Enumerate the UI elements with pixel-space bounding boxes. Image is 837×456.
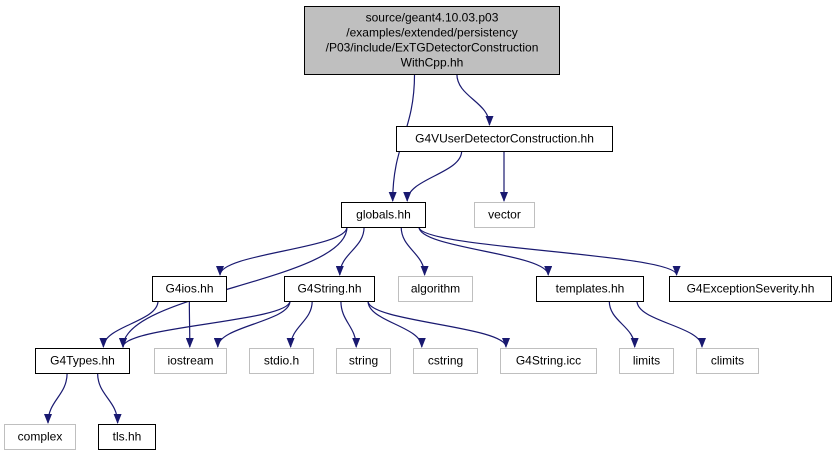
node-label: WithCpp.hh [401, 56, 464, 70]
node-g4string-icc: G4String.icc [500, 348, 597, 374]
edge-g4types-to-tls [96, 372, 122, 424]
edge-g4string-to-g4stringicc [367, 300, 510, 348]
node-label: algorithm [411, 282, 460, 296]
node-g4vuserdetectorconstruction-hh[interactable]: G4VUserDetectorConstruction.hh [396, 126, 613, 152]
node-box [396, 126, 613, 152]
node-label: templates.hh [556, 282, 625, 296]
node-algorithm: algorithm [398, 276, 473, 302]
edge-g4ios-to-g4types [99, 300, 159, 348]
node-stdio-h: stdio.h [249, 348, 314, 374]
node-string: string [336, 348, 391, 374]
edge-g4vuser-to-globals [403, 150, 463, 202]
node-box [500, 348, 597, 374]
node-box [152, 276, 227, 302]
node-label: G4String.icc [516, 354, 581, 368]
node-climits: climits [696, 348, 759, 374]
edge-globals-to-g4ios [216, 226, 348, 276]
node-limits: limits [619, 348, 674, 374]
node-box [669, 276, 832, 302]
node-box [536, 276, 644, 302]
node-label: globals.hh [356, 208, 411, 222]
node-globals-hh[interactable]: globals.hh [341, 202, 426, 228]
node-iostream: iostream [154, 348, 227, 374]
node-box [336, 348, 391, 374]
node-vector: vector [474, 202, 535, 228]
node-label: /examples/extended/persistency [346, 26, 517, 40]
node-complex: complex [4, 424, 76, 450]
edges-layer [44, 73, 706, 424]
edge-root-to-g4vuser [456, 73, 494, 126]
node-label: vector [488, 208, 521, 222]
edge-g4types-to-complex [44, 372, 68, 424]
node-label: /P03/include/ExTGDetectorConstruction [326, 41, 539, 55]
node-g4types-hh[interactable]: G4Types.hh [35, 348, 130, 374]
node-box [474, 202, 535, 228]
edge-globals-to-g4exc [418, 226, 681, 276]
node-tls-hh[interactable]: tls.hh [98, 424, 156, 450]
edge-globals-to-templates [418, 226, 553, 276]
node-label: stdio.h [264, 354, 299, 368]
node-label: G4VUserDetectorConstruction.hh [415, 132, 594, 146]
edge-globals-to-algorithm [400, 226, 429, 276]
edge-templates-to-limits [608, 300, 639, 348]
node-label: limits [633, 354, 660, 368]
node-box [619, 348, 674, 374]
node-g4string-hh[interactable]: G4String.hh [284, 276, 375, 302]
node-source-geant4-10-03-p03-examples-extended-persistency-p03-include-extgdetectorconstruction-withcpp-hh[interactable]: source/geant4.10.03.p03/examples/extende… [304, 6, 560, 75]
edge-g4string-to-g4types [119, 300, 291, 348]
edge-g4string-to-cstring [367, 300, 426, 348]
edge-templates-to-climits [636, 300, 706, 348]
edge-g4string-to-iostream [213, 300, 291, 348]
node-label: G4ExceptionSeverity.hh [687, 282, 815, 296]
node-box [284, 276, 375, 302]
node-g4exceptionseverity-hh[interactable]: G4ExceptionSeverity.hh [669, 276, 832, 302]
edge-g4string-to-stdio [286, 300, 313, 348]
node-box [154, 348, 227, 374]
edge-globals-to-g4string [335, 226, 365, 276]
node-box [398, 276, 473, 302]
node-label: tls.hh [113, 430, 142, 444]
node-templates-hh[interactable]: templates.hh [536, 276, 644, 302]
node-box [413, 348, 478, 374]
node-label: G4ios.hh [165, 282, 213, 296]
node-box [35, 348, 130, 374]
node-cstring: cstring [413, 348, 478, 374]
node-box [4, 424, 76, 450]
node-label: complex [18, 430, 63, 444]
node-label: string [349, 354, 378, 368]
node-label: cstring [428, 354, 463, 368]
node-g4ios-hh[interactable]: G4ios.hh [152, 276, 227, 302]
node-box [304, 6, 560, 75]
node-box [98, 424, 156, 450]
node-label: iostream [167, 354, 213, 368]
node-label: G4String.hh [297, 282, 361, 296]
node-label: climits [711, 354, 744, 368]
edge-g4string-to-string [340, 300, 361, 348]
node-box [249, 348, 314, 374]
node-box [696, 348, 759, 374]
edge-globals-to-g4types [119, 226, 348, 348]
node-label: G4Types.hh [50, 354, 115, 368]
nodes-layer: source/geant4.10.03.p03/examples/extende… [4, 6, 832, 450]
node-box [341, 202, 426, 228]
node-label: source/geant4.10.03.p03 [366, 11, 499, 25]
